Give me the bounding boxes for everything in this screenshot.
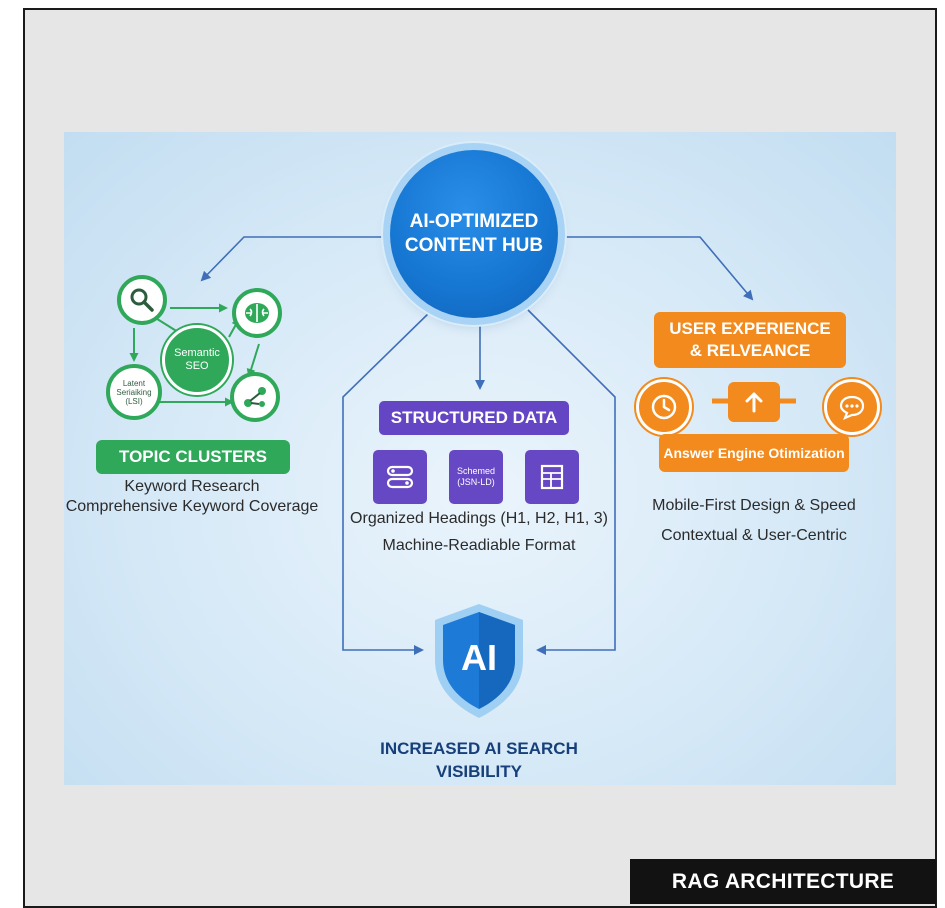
network-node	[230, 372, 280, 422]
brain-node	[232, 288, 282, 338]
arrow-up-tile	[728, 382, 780, 422]
schema-line1: Schemed	[456, 466, 496, 476]
rag-architecture-tag: RAG ARCHITECTURE	[630, 859, 936, 904]
form-fields-icon	[386, 465, 414, 489]
search-icon	[130, 288, 154, 312]
semantic-seo-line2: SEO	[185, 360, 209, 372]
lsi-node: Latent Seriaiking (LSI)	[106, 364, 162, 420]
content-hub-circle: AI-OPTIMIZED CONTENT HUB	[390, 150, 558, 318]
user-experience-label: USER EXPERIENCE & RELVEANCE	[654, 312, 846, 368]
ux-line2: Contextual & User-Centric	[661, 527, 847, 544]
infographic: AI-OPTIMIZED CONTENT HUB Semantic SEO La…	[64, 132, 896, 785]
lsi-line2: Seriaiking	[116, 387, 152, 397]
result-line1: INCREASED AI SEARCH	[380, 739, 578, 758]
ai-badge-text: AI	[461, 637, 497, 678]
arrow-up-icon	[745, 392, 763, 413]
table-icon	[540, 464, 564, 490]
table-tile	[525, 450, 579, 504]
lsi-line3: (LSI)	[125, 396, 143, 406]
semantic-seo-node: Semantic SEO	[162, 325, 232, 395]
form-fields-tile	[373, 450, 427, 504]
chat-node	[824, 379, 880, 435]
structured-data-label: STRUCTURED DATA	[379, 401, 569, 435]
brain-icon	[245, 303, 269, 323]
clock-node	[636, 379, 692, 435]
clock-icon	[651, 394, 677, 420]
network-icon	[244, 387, 266, 407]
topic-clusters-line1: Keyword Research	[124, 478, 260, 495]
chat-icon	[839, 395, 865, 421]
result-title: INCREASED AI SEARCH VISIBILITY	[354, 737, 604, 783]
result-line2: VISIBILITY	[436, 762, 522, 781]
structured-data-line1: Organized Headings (H1, H2, H1, 3)	[350, 510, 608, 527]
hub-title-line2: CONTENT HUB	[404, 235, 544, 256]
ai-shield-icon	[435, 604, 523, 718]
hub-title-line1: AI-OPTIMIZED	[409, 211, 539, 232]
answer-engine-label: Answer Engine Otimization	[659, 434, 849, 472]
schema-tile: Schemed (JSN-LD)	[449, 450, 503, 504]
semantic-seo-line1: Semantic	[174, 347, 220, 359]
ux-line1: Mobile-First Design & Speed	[652, 497, 856, 514]
lsi-line1: Latent	[122, 378, 146, 388]
ux-title-line2: & RELVEANCE	[689, 341, 811, 360]
schema-line2: (JSN-LD)	[457, 477, 495, 487]
structured-data-line2: Machine-Readiable Format	[382, 537, 576, 554]
search-node	[117, 275, 167, 325]
ux-title-line1: USER EXPERIENCE	[669, 319, 831, 338]
topic-clusters-line2: Comprehensive Keyword Coverage	[65, 498, 319, 515]
topic-clusters-label: TOPIC CLUSTERS	[96, 440, 290, 474]
